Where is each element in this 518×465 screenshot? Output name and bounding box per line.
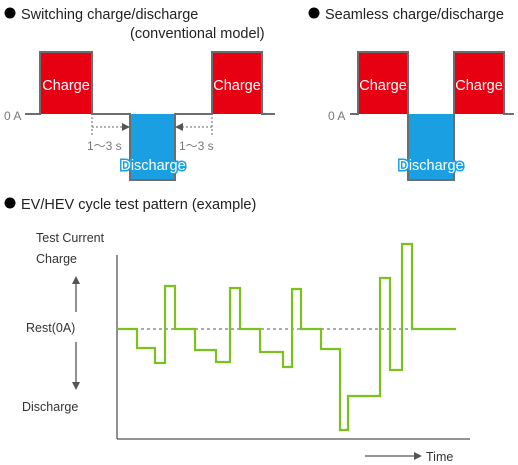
discharge-label: Discharge [120,158,185,174]
test-current-trace [117,242,456,432]
discharge-label: Discharge [398,158,463,174]
charge-block [358,52,408,114]
zero-amp-label: 0 A [328,109,345,123]
charge-label: Charge [359,78,407,94]
switching-title: Switching charge/discharge [21,7,198,23]
seamless-waveform [350,51,514,181]
y-axis-charge-label: Charge [36,252,77,266]
bullet-icon [4,197,16,209]
charge-label: Charge [42,78,90,94]
discharge-block [408,114,454,180]
charge-label: Charge [213,78,261,94]
switching-subtitle: (conventional model) [130,26,265,42]
switching-section: Switching charge/discharge (conventional… [4,7,275,181]
zero-amp-label: 0 A [4,109,21,123]
x-axis-time-label: Time [426,450,453,464]
charge-block [40,52,92,114]
interval-label: 1～3 s [87,139,122,153]
seamless-section: Seamless charge/discharge 0 A Charge Dis… [308,7,514,181]
charge-label: Charge [455,78,503,94]
y-axis-title: Test Current [36,231,105,245]
switching-waveform [25,51,275,181]
y-axis-discharge-label: Discharge [22,400,78,414]
bullet-icon [308,7,320,19]
charge-block [212,52,262,114]
bullet-icon [4,7,16,19]
ev-title: EV/HEV cycle test pattern (example) [21,197,256,213]
seamless-title: Seamless charge/discharge [325,7,504,23]
interval-label: 1～3 s [179,139,214,153]
y-axis-rest-label: Rest(0A) [26,321,75,335]
charge-block [454,52,504,114]
ev-section: EV/HEV cycle test pattern (example) Test… [4,197,470,464]
discharge-block [130,114,175,180]
